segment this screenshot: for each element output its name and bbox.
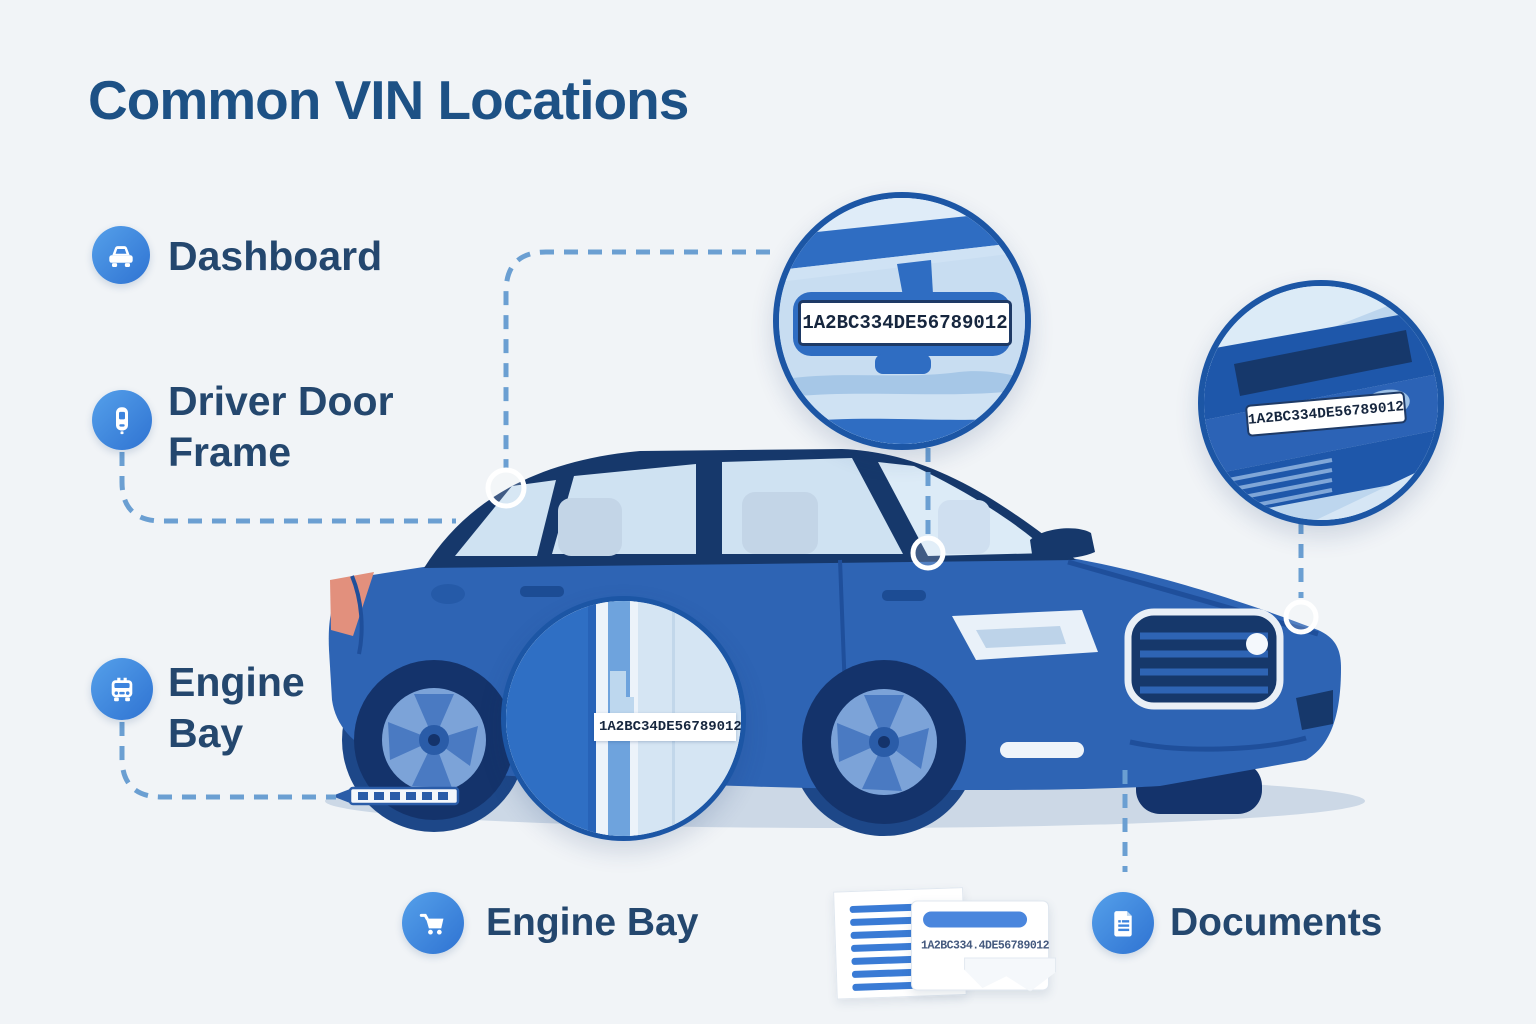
- car-front-icon: [109, 246, 133, 267]
- van-front-icon: [111, 677, 133, 702]
- ground-vin-sticker: [332, 786, 460, 806]
- documents-label: Documents: [1170, 901, 1383, 944]
- engine-bay-left-label-line1: Engine: [168, 659, 305, 705]
- documents-vin-text: 1A2BC334.4DE56789012: [921, 939, 1050, 953]
- engine-bay-bottom-label: Engine Bay: [486, 901, 699, 944]
- page-title: Common VIN Locations: [88, 69, 689, 131]
- folded-paper: [964, 958, 1056, 992]
- front-wheel: [802, 660, 966, 824]
- engine-bay-left-icon-badge: [91, 658, 153, 720]
- engine-bay-left-label-line2: Bay: [168, 709, 244, 756]
- door-frame-vin-text: 1A2BC34DE56789012: [599, 719, 742, 735]
- door-pillar-icon: [116, 407, 128, 435]
- door-frame-vin-strip: 1A2BC34DE56789012: [594, 713, 741, 741]
- registration-card: 1A2BC334.4DE56789012: [911, 900, 1050, 991]
- documents-icon-badge: [1092, 892, 1154, 954]
- driver-door-icon-badge: [92, 390, 152, 450]
- document-icon: [1114, 911, 1132, 937]
- rear-wheel: [354, 660, 514, 820]
- card-banner: [923, 911, 1028, 928]
- driver-door-label-line2: Frame: [168, 428, 292, 475]
- door-frame-zoom-circle: 1A2BC34DE56789012: [501, 596, 746, 841]
- dashboard-label: Dashboard: [168, 233, 383, 279]
- driver-door-label-line1: Driver Door: [168, 378, 394, 424]
- dashboard-zoom-circle: 1A2BC334DE56789012: [773, 192, 1031, 450]
- dashboard-icon-badge: [92, 226, 150, 284]
- documents-illustration: 1A2BC334.4DE56789012: [833, 876, 1042, 1013]
- cart-icon: [419, 913, 444, 935]
- engine-bay-bottom-icon-badge: [402, 892, 464, 954]
- engine-bay-zoom-circle: 1A2BC334DE56789012: [1198, 280, 1444, 526]
- dashboard-vin-plate: 1A2BC334DE56789012: [798, 300, 1012, 346]
